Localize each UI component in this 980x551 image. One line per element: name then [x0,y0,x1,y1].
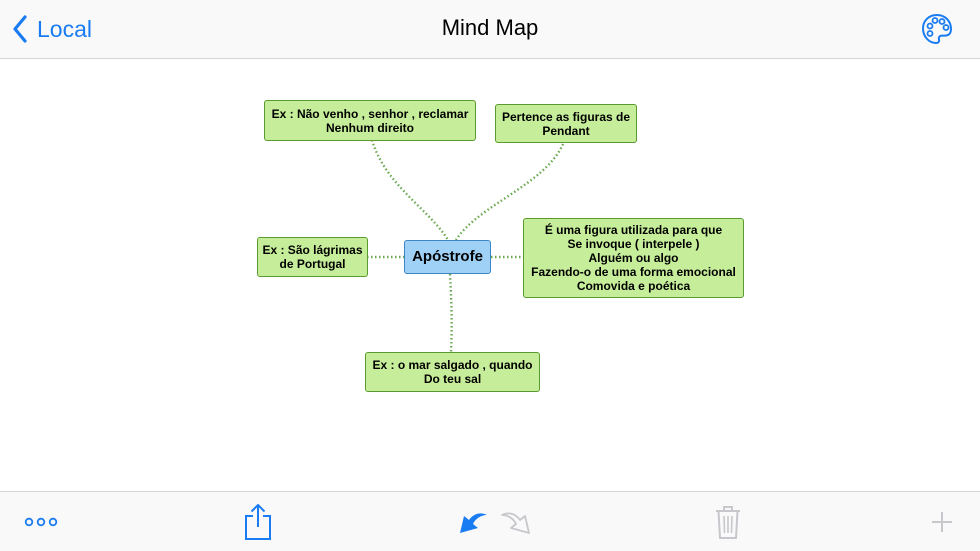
palette-icon [921,13,953,45]
redo-icon [501,512,530,534]
node-text-line: de Portugal [279,257,346,271]
branch-node-example-reclamar[interactable]: Ex : Não venho , senhor , reclamar Nenhu… [264,100,476,141]
mindmap-canvas[interactable]: Ex : Não venho , senhor , reclamar Nenhu… [0,60,980,491]
node-text-line: Do teu sal [423,372,482,386]
branch-node-definition[interactable]: É uma figura utilizada para que Se invoq… [523,218,744,298]
undo-icon [460,513,487,533]
connector-lines [367,139,565,353]
redo-button [495,502,535,542]
trash-icon [716,506,740,539]
share-icon [245,504,271,540]
node-text-line: Se invoque ( interpele ) [567,237,700,251]
branch-node-figura-pendant[interactable]: Pertence as figuras de Pendant [495,104,637,143]
add-button [922,502,962,542]
connector-top-right [454,143,565,241]
branch-node-example-lagrimas[interactable]: Ex : São lágrimas de Portugal [257,237,368,277]
bottom-toolbar [0,491,980,551]
connector-bottom [448,273,453,353]
more-icon [24,517,58,527]
share-button[interactable] [238,502,278,542]
node-text-line: Alguém ou algo [588,251,679,265]
node-text-line: Fazendo-o de uma forma emocional [531,265,736,279]
node-text-line: Pertence as figuras de [501,109,631,124]
back-button-label: Local [37,15,92,42]
central-node[interactable]: Apóstrofe [404,240,491,274]
undo-button[interactable] [454,502,494,542]
page-title: Mind Map [441,15,539,40]
chevron-left-icon [13,15,27,43]
back-button[interactable]: Local [12,12,92,46]
palette-button[interactable] [920,12,954,46]
add-icon [932,512,952,532]
central-node-label: Apóstrofe [412,248,483,265]
navigation-bar: Local Mind Map [0,0,980,59]
node-text-line: Pendant [542,123,590,138]
node-text-line: Ex : São lágrimas [262,243,363,257]
node-text-line: Ex : o mar salgado , quando [372,358,533,372]
node-text-line: É uma figura utilizada para que [544,223,723,237]
delete-button [708,502,748,542]
node-text-line: Nenhum direito [325,120,414,135]
node-text-line: Ex : Não venho , senhor , reclamar [271,106,469,121]
node-text-line: Comovida e poética [576,279,691,293]
branch-node-example-mar[interactable]: Ex : o mar salgado , quando Do teu sal [365,352,540,392]
more-button[interactable] [21,502,61,542]
connector-top-left [370,139,450,241]
